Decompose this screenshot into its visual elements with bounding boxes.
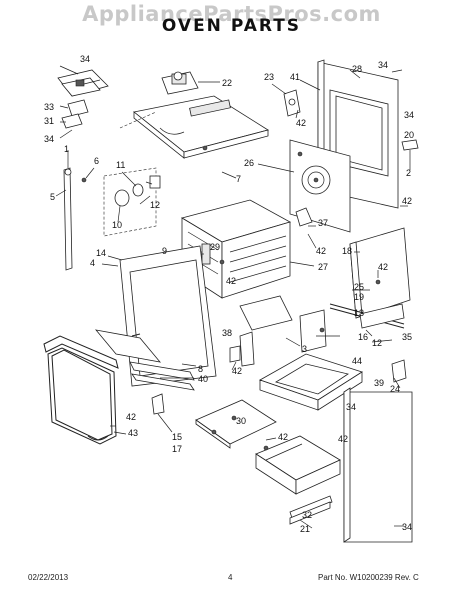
callout-label: 23 [264, 72, 274, 82]
part-top-panel [133, 95, 269, 159]
callout-label: 42 [278, 432, 288, 442]
callout-label: 37 [318, 218, 328, 228]
callout-label: 30 [236, 416, 246, 426]
callout-label: 7 [236, 174, 241, 184]
callout-label: 42 [316, 246, 326, 256]
callout-label: 9 [162, 246, 167, 256]
callout-label: 42 [402, 196, 412, 206]
callout-label: 42 [378, 262, 388, 272]
callout-label: 42 [226, 276, 236, 286]
part-right-side-panel [349, 227, 411, 319]
callout-label: 34 [402, 522, 412, 532]
callout-label: 16 [358, 332, 368, 342]
callout-label: 42 [296, 118, 306, 128]
callout-label: 21 [300, 524, 310, 534]
callout-label: 42 [338, 434, 348, 444]
callout-label: 28 [352, 64, 362, 74]
callout-label: 33 [44, 102, 54, 112]
callout-label: 15 [172, 432, 182, 442]
callout-label: 6 [94, 156, 99, 166]
part-igniter-bracket [57, 69, 109, 129]
callout-label: 26 [244, 158, 254, 168]
callout-label: 41 [290, 72, 300, 82]
callout-label: 34 [44, 134, 54, 144]
callout-label: 20 [404, 130, 414, 140]
callout-label: 39 [374, 378, 384, 388]
footer-part-number: Part No. W10200239 Rev. C [318, 573, 419, 582]
callout-label: 4 [90, 258, 95, 268]
callout-label: 40 [198, 374, 208, 384]
callout-label: 8 [198, 364, 203, 374]
callout-label: 25 [354, 282, 364, 292]
callout-label: 38 [222, 328, 232, 338]
callout-label: 34 [80, 54, 90, 64]
callout-label: 10 [112, 220, 122, 230]
callout-label: 19 [354, 292, 364, 302]
callout-label: 1 [64, 144, 69, 154]
callout-label: 35 [402, 332, 412, 342]
callout-label: 2 [406, 168, 411, 178]
callout-label: 3 [302, 344, 307, 354]
watermark-text: AppliancePartsPros.com [82, 2, 381, 26]
footer-date: 02/22/2013 [28, 573, 69, 582]
part-side-panel [343, 387, 413, 543]
part-door-gasket [43, 335, 119, 445]
callout-label: 12 [150, 200, 160, 210]
callout-label: 34 [404, 110, 414, 120]
callout-label: 22 [222, 78, 232, 88]
callout-label: 42 [232, 366, 242, 376]
part-drawer-slide [289, 495, 333, 525]
part-broiler-pan-support [259, 353, 363, 411]
callout-label: 18 [342, 246, 352, 256]
part-side-rod [63, 167, 73, 271]
part-drawer [255, 435, 341, 495]
part-thermostat [161, 71, 199, 95]
part-control-switch-group [103, 167, 161, 237]
callout-label: 12 [372, 338, 382, 348]
callout-label: 44 [352, 356, 362, 366]
page-title: OVEN PARTS [161, 16, 302, 36]
callout-label: 42 [126, 412, 136, 422]
callout-label: 29 [210, 242, 220, 252]
callout-label: 17 [172, 444, 182, 454]
callout-label: 31 [44, 116, 54, 126]
callout-label: 34 [346, 402, 356, 412]
footer-page-number: 4 [228, 573, 233, 582]
callout-label: 32 [302, 510, 312, 520]
callout-label: 34 [378, 60, 388, 70]
callout-label: 13 [354, 308, 364, 318]
callout-label: 27 [318, 262, 328, 272]
callout-label: 11 [116, 160, 125, 170]
callout-label: 24 [390, 384, 400, 394]
part-small-bracket [283, 89, 301, 117]
callout-label: 43 [128, 428, 138, 438]
callout-label: 14 [96, 248, 106, 258]
callout-label: 5 [50, 192, 55, 202]
